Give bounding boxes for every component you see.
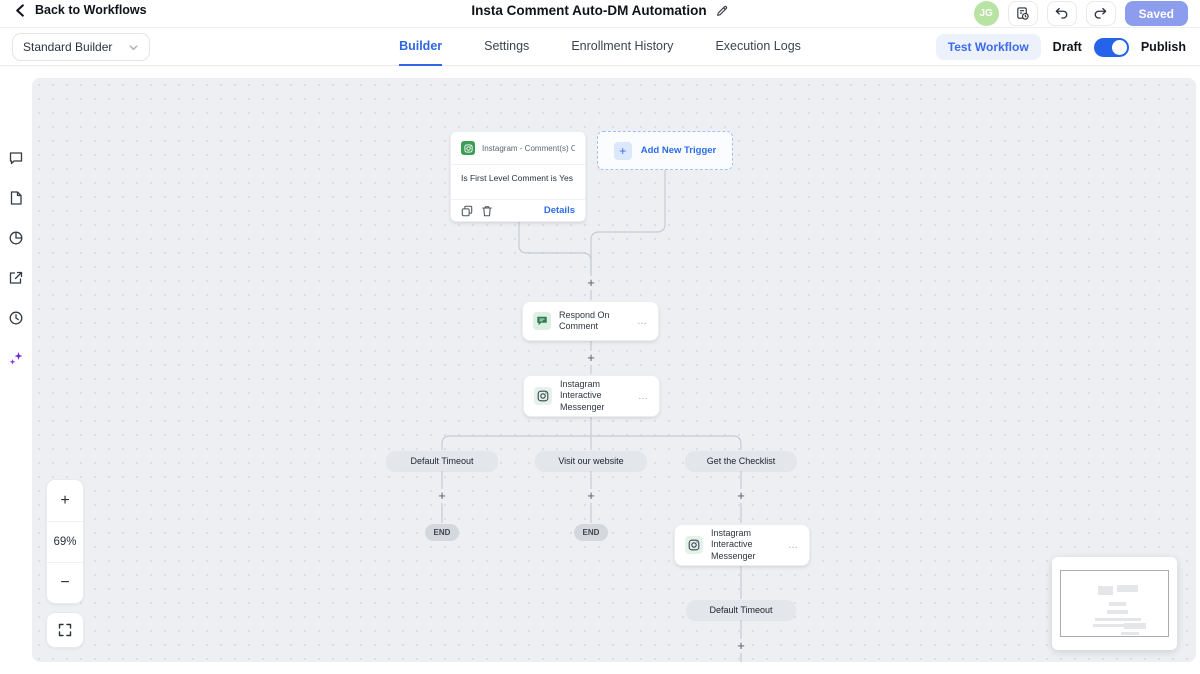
page-title: Insta Comment Auto-DM Automation bbox=[471, 3, 707, 18]
trigger-title: Instagram - Comment(s) O... bbox=[482, 143, 575, 153]
add-step-button[interactable]: + bbox=[584, 276, 598, 290]
publish-label: Publish bbox=[1140, 40, 1186, 54]
left-icon-rail bbox=[0, 66, 32, 674]
tab-enrollment-history[interactable]: Enrollment History bbox=[571, 39, 674, 53]
instagram-outline-icon bbox=[534, 387, 552, 405]
fit-view-button[interactable] bbox=[46, 612, 84, 648]
publish-toggle[interactable] bbox=[1093, 37, 1129, 57]
toolbar-right: Test Workflow Draft Publish bbox=[935, 28, 1186, 66]
tab-execution-logs[interactable]: Execution Logs bbox=[715, 39, 801, 53]
node-menu-button[interactable]: … bbox=[788, 539, 799, 551]
toolbar: Standard Builder Builder Settings Enroll… bbox=[0, 28, 1200, 66]
zoom-level: 69% bbox=[47, 521, 83, 562]
end-node: END bbox=[425, 524, 459, 541]
back-chevron-icon bbox=[16, 3, 24, 17]
chevron-down-icon bbox=[129, 44, 138, 50]
instagram-outline-icon bbox=[685, 536, 703, 554]
undo-icon bbox=[1055, 7, 1068, 19]
trigger-node-header: Instagram - Comment(s) O... bbox=[451, 132, 585, 165]
builder-mode-value: Standard Builder bbox=[23, 40, 113, 54]
sparkles-icon bbox=[9, 351, 22, 365]
top-header: Back to Workflows Insta Comment Auto-DM … bbox=[0, 0, 1200, 28]
version-history-icon bbox=[1017, 7, 1029, 20]
add-new-trigger-button[interactable]: + Add New Trigger bbox=[597, 131, 733, 170]
connector-edges bbox=[441, 170, 742, 662]
branch-default-timeout-2[interactable]: Default Timeout bbox=[686, 600, 796, 620]
zoom-out-button[interactable]: − bbox=[47, 562, 83, 603]
pie-chart-icon bbox=[9, 231, 23, 245]
avatar[interactable]: JG bbox=[973, 1, 999, 26]
delete-icon[interactable] bbox=[481, 205, 493, 217]
redo-icon bbox=[1094, 7, 1107, 19]
undo-button[interactable] bbox=[1046, 1, 1077, 26]
edit-title-pencil-icon[interactable] bbox=[715, 4, 729, 18]
external-link-icon bbox=[9, 271, 23, 284]
share-panel-button[interactable] bbox=[1, 263, 31, 293]
test-workflow-button[interactable]: Test Workflow bbox=[935, 34, 1041, 60]
comments-panel-button[interactable] bbox=[1, 143, 31, 173]
minimap[interactable] bbox=[1052, 557, 1177, 650]
file-icon bbox=[10, 191, 22, 205]
add-step-button[interactable]: + bbox=[584, 351, 598, 365]
branch-get-checklist[interactable]: Get the Checklist bbox=[685, 451, 797, 471]
node-label: Instagram Interactive Messenger bbox=[560, 379, 605, 412]
add-step-button[interactable]: + bbox=[734, 489, 748, 503]
zoom-in-button[interactable]: + bbox=[60, 491, 70, 509]
add-step-button[interactable]: + bbox=[734, 639, 748, 653]
add-new-trigger-label: Add New Trigger bbox=[640, 145, 717, 156]
minimap-viewport bbox=[1060, 570, 1169, 637]
instagram-icon bbox=[461, 141, 475, 155]
draft-label: Draft bbox=[1052, 40, 1082, 54]
tab-bar: Builder Settings Enrollment History Exec… bbox=[0, 28, 1200, 66]
branch-default-timeout[interactable]: Default Timeout bbox=[386, 451, 498, 471]
copy-icon[interactable] bbox=[461, 205, 473, 217]
node-menu-button[interactable]: … bbox=[637, 315, 648, 327]
workflow-canvas[interactable]: Instagram - Comment(s) O... Is First Lev… bbox=[32, 78, 1196, 662]
redo-button[interactable] bbox=[1085, 1, 1116, 26]
version-history-button[interactable] bbox=[1007, 1, 1038, 26]
plus-icon: + bbox=[613, 141, 632, 160]
instagram-messenger-node[interactable]: Instagram Interactive Messenger … bbox=[523, 375, 660, 417]
trigger-condition: Is First Level Comment is Yes bbox=[461, 173, 573, 183]
trigger-node-footer: Details bbox=[451, 199, 585, 221]
expand-icon bbox=[58, 623, 72, 637]
instagram-messenger-node-2[interactable]: Instagram Interactive Messenger … bbox=[674, 524, 810, 566]
history-panel-button[interactable] bbox=[1, 303, 31, 333]
trigger-node[interactable]: Instagram - Comment(s) O... Is First Lev… bbox=[450, 131, 586, 222]
respond-on-comment-node[interactable]: Respond On Comment … bbox=[522, 301, 659, 341]
tab-builder[interactable]: Builder bbox=[399, 28, 443, 66]
node-menu-button[interactable]: … bbox=[638, 390, 649, 402]
ai-assist-button[interactable] bbox=[1, 343, 31, 373]
tab-settings[interactable]: Settings bbox=[484, 39, 530, 53]
back-label: Back to Workflows bbox=[35, 3, 147, 17]
builder-mode-select[interactable]: Standard Builder bbox=[12, 33, 150, 61]
end-node: END bbox=[574, 524, 608, 541]
clock-history-icon bbox=[9, 311, 23, 325]
toggle-knob bbox=[1111, 39, 1127, 55]
respond-comment-icon bbox=[533, 312, 551, 330]
node-label: Respond On Comment bbox=[559, 309, 610, 331]
zoom-panel: + 69% − bbox=[46, 479, 84, 604]
analytics-panel-button[interactable] bbox=[1, 223, 31, 253]
back-to-workflows[interactable]: Back to Workflows bbox=[14, 3, 147, 17]
header-actions: JG Saved bbox=[973, 1, 1188, 26]
documents-panel-button[interactable] bbox=[1, 183, 31, 213]
branch-visit-website[interactable]: Visit our website bbox=[535, 451, 647, 471]
saved-button[interactable]: Saved bbox=[1124, 1, 1188, 26]
comment-bubble-icon bbox=[9, 152, 23, 165]
node-label: Instagram Interactive Messenger bbox=[711, 528, 756, 561]
trigger-details-link[interactable]: Details bbox=[543, 205, 575, 216]
add-step-button[interactable]: + bbox=[435, 489, 449, 503]
add-step-button[interactable]: + bbox=[584, 489, 598, 503]
